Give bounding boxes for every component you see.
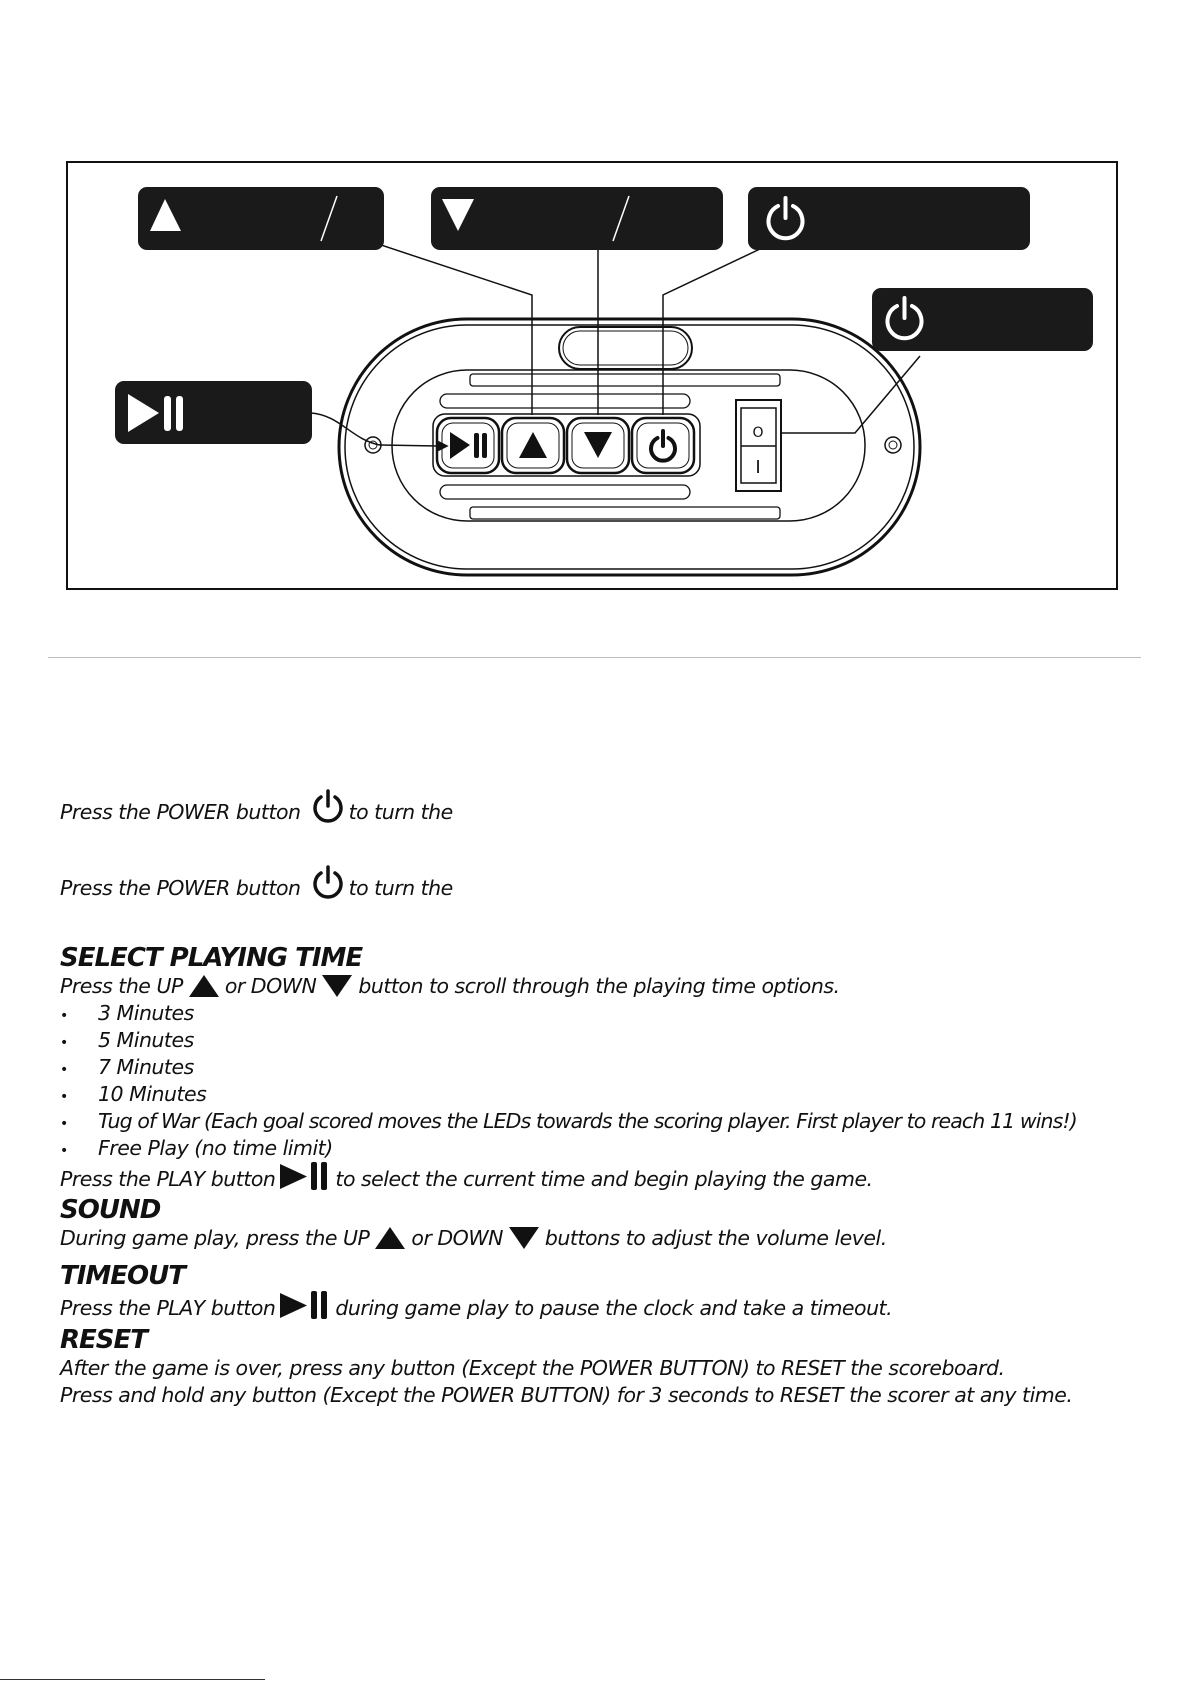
panel-up-button[interactable] [500, 416, 566, 475]
callout-play-pause [115, 381, 312, 444]
list-item: •Free Play (no time limit) [60, 1136, 333, 1160]
list-item: •7 Minutes [60, 1055, 194, 1079]
switch-off-symbol: O [752, 425, 763, 441]
list-item: •10 Minutes [60, 1082, 207, 1106]
list-item: •5 Minutes [60, 1028, 194, 1052]
power-icon [311, 788, 345, 831]
power-off-instruction: Press the POWER button to turn the [60, 864, 453, 907]
power-icon [766, 196, 805, 241]
up-triangle-icon [150, 199, 181, 231]
select-playing-time-heading: SELECT PLAYING TIME [60, 943, 363, 973]
down-triangle-icon [442, 199, 474, 231]
diagram-frame [66, 161, 1118, 590]
sound-heading: SOUND [60, 1195, 161, 1225]
list-item: •Tug of War (Each goal scored moves the … [60, 1109, 1078, 1133]
reset-instruction-2: Press and hold any button (Except the PO… [60, 1383, 1073, 1407]
reset-heading: RESET [60, 1325, 148, 1355]
panel-down-button[interactable] [565, 416, 631, 475]
section-divider [48, 657, 1141, 658]
play-pause-icon [279, 1290, 331, 1327]
power-icon [885, 296, 924, 341]
reset-instruction-1: After the game is over, press any button… [60, 1356, 1005, 1380]
panel-play-pause-button[interactable] [435, 416, 501, 475]
down-triangle-icon [320, 974, 354, 1005]
up-triangle-icon [373, 1226, 407, 1257]
play-pause-icon [279, 1161, 331, 1198]
up-triangle-icon [187, 974, 221, 1005]
timeout-heading: TIMEOUT [60, 1261, 186, 1291]
down-triangle-icon [507, 1226, 541, 1257]
list-item: •3 Minutes [60, 1001, 194, 1025]
callout-up [138, 187, 384, 250]
main-power-switch[interactable]: O I [735, 399, 782, 492]
play-pause-icon [128, 394, 183, 432]
leader-lines [310, 244, 921, 453]
callout-down [431, 187, 723, 250]
switch-on-symbol: I [755, 457, 760, 478]
control-panel-diagram: O I [66, 161, 1118, 590]
callout-main-power [872, 288, 1093, 351]
callout-power [748, 187, 1030, 250]
power-icon [311, 864, 345, 907]
footer-rule [0, 1679, 265, 1680]
power-on-instruction: Press the POWER button to turn the [60, 788, 453, 831]
panel-power-button[interactable] [630, 416, 696, 475]
